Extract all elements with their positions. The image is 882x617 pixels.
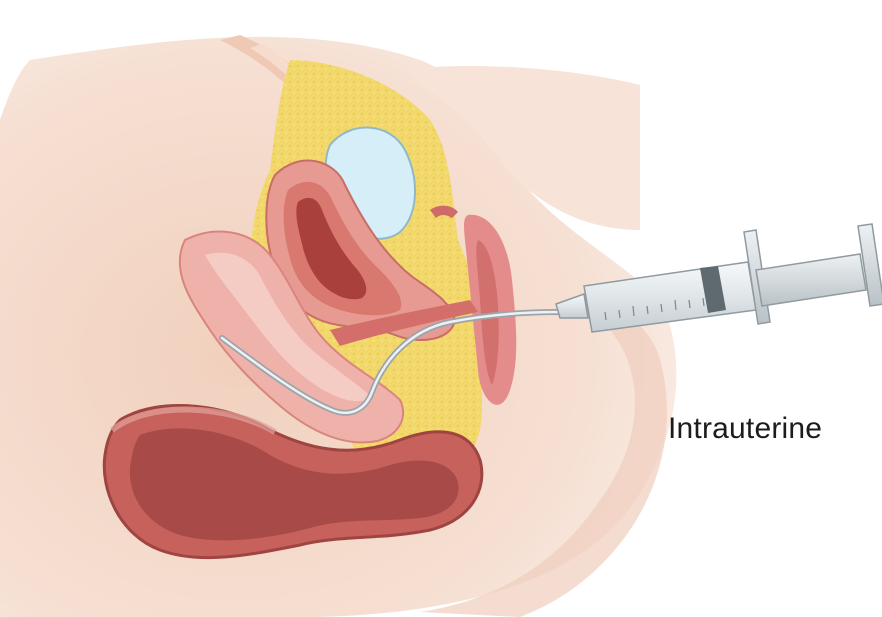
caption-label: Intrauterine	[668, 412, 822, 446]
